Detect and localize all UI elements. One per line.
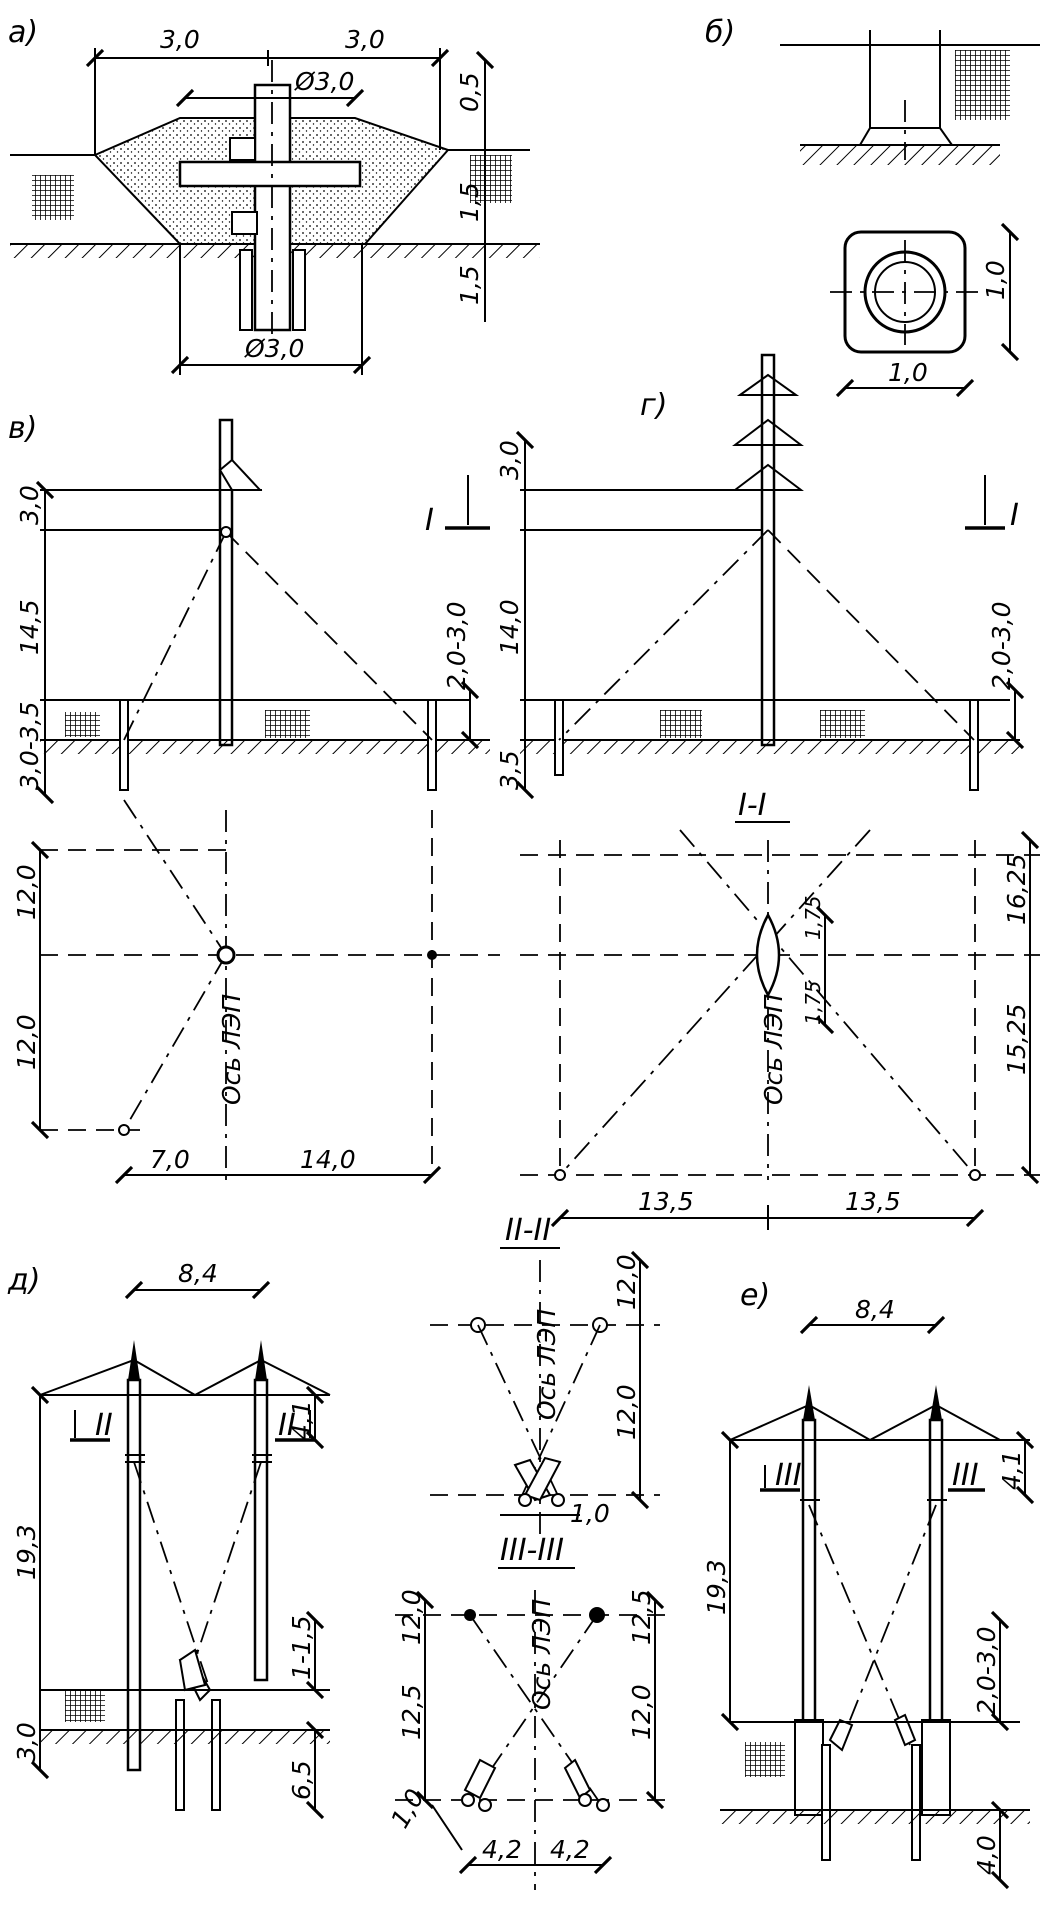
dim-g-1-75-bottom: 1,75 [801,980,825,1025]
dim-d-3-0: 3,0 [12,1722,41,1762]
dim-v-14-5: 14,5 [15,599,44,655]
axis-label-g: Ось ЛЭП [759,994,788,1105]
dim-g-13-5-left: 13,5 [638,1187,694,1216]
panel-a: а) 3,0 3,0 Ø3,0 0,5 1,5 1,5 [8,15,540,375]
dim-g-15-25: 15,25 [1002,1003,1031,1075]
dim-sec3-1-0: 1,0 [385,1784,430,1833]
dim-a-h2: 1,5 [455,182,484,222]
dim-e-19-3: 19,3 [702,1559,731,1615]
dim-g-13-5-right: 13,5 [845,1187,901,1216]
dim-d-6-5: 6,5 [287,1760,316,1800]
panel-label-v: в) [8,411,37,446]
panel-g: г) I I 3,0 14,0 3,5 2,0-3,0 I-I [425,353,1040,1230]
dim-a-diam-top: Ø3,0 [294,67,354,96]
dim-v-7-0: 7,0 [150,1145,190,1174]
panel-label-e: е) [740,1278,770,1313]
dim-sec3-12-5-right: 12,5 [627,1589,656,1645]
dim-sec3-4-2-right: 4,2 [550,1835,590,1864]
grid-marker [470,155,512,203]
dim-v-12-0-bottom: 12,0 [12,1014,41,1070]
dim-v-3-0-3-5: 3,0-3,5 [15,701,44,790]
dim-g-1-75-top: 1,75 [801,895,825,940]
axis-label-sec3: Ось ЛЭП [527,1599,556,1710]
dim-a-width-left: 3,0 [160,25,200,54]
crossbar [178,160,362,188]
dim-a-h1: 0,5 [455,72,484,112]
dim-b-width: 1,0 [888,358,928,387]
dim-g-16-25: 16,25 [1002,853,1031,925]
dim-sec3-12-0-left: 12,0 [397,1589,426,1645]
panel-v: в) 3,0 14,5 3,0-3,5 2,0-3,0 [8,411,500,1185]
cut-mark-e-right: III [952,1458,979,1493]
dim-sec2-1-0: 1,0 [570,1499,610,1528]
panel-b: б) 1,0 1,0 [705,15,1040,398]
dim-g-3-5: 3,5 [495,750,524,790]
section-III-III: III-III 12,0 12,5 12,5 12,0 Ось ЛЭП 1,0 … [385,1533,665,1890]
dim-d-19-3: 19,3 [12,1524,41,1580]
section-title-I-I: I-I [738,788,767,823]
dim-a-h3: 1,5 [455,265,484,305]
dim-e-2-0-3-0: 2,0-3,0 [972,1626,1001,1715]
dim-e-4-1: 4,1 [997,1450,1026,1490]
pole-left [126,1378,142,1772]
cut-mark-d-left: II [95,1408,113,1443]
dim-d-4-1: 4,1 [287,1400,316,1440]
dim-d-1-1-5: 1-1,5 [287,1615,316,1680]
section-title-II-II: II-II [505,1213,551,1248]
cut-mark-e-left: III [775,1458,802,1493]
cut-mark-right: I [1010,498,1019,533]
grid-marker [955,50,1010,120]
dim-g-3-0: 3,0 [495,440,524,480]
dim-g-14-0: 14,0 [495,599,524,655]
dim-v-3-0: 3,0 [15,485,44,525]
dim-a-diam-bottom: Ø3,0 [244,334,304,363]
pole [760,353,776,747]
section-title-III-III: III-III [500,1533,564,1568]
panel-label-g: г) [640,388,667,423]
dim-a-width-right: 3,0 [345,25,385,54]
dim-v-2-0-3-0: 2,0-3,0 [442,601,471,690]
dim-v-12-0-top: 12,0 [12,864,41,920]
panel-label-b: б) [705,15,735,50]
cut-mark-left: I [425,503,434,538]
dim-b-height: 1,0 [981,260,1010,300]
dim-sec2-12-0-top: 12,0 [612,1254,641,1310]
panel-e: е) 8,4 19,3 4,1 2,0-3,0 4,0 III [702,1278,1035,1890]
dim-sec3-12-5-left: 12,5 [397,1684,426,1740]
panel-label-d: д) [7,1263,40,1298]
axis-label-sec2: Ось ЛЭП [532,1309,561,1420]
dim-d-8-4: 8,4 [178,1259,218,1288]
dim-g-2-0-3-0: 2,0-3,0 [987,601,1016,690]
section-II-II: II-II 12,0 12,0 Ось ЛЭП 1,0 [430,1213,660,1540]
cut-mark-d-right: II [278,1408,296,1443]
dim-sec3-4-2-left: 4,2 [482,1835,522,1864]
pole-right [253,1378,269,1682]
dim-v-14-0: 14,0 [300,1145,356,1174]
grid-marker [32,175,74,220]
panel-label-a: а) [8,15,38,50]
dim-sec3-12-0-right: 12,0 [627,1684,656,1740]
dim-sec2-12-0: 12,0 [612,1384,641,1440]
axis-label-v: Ось ЛЭП [217,994,246,1105]
panel-d: д) 8,4 19,3 3,0 4,1 1-1,5 [7,1259,331,1820]
dim-e-4-0: 4,0 [972,1835,1001,1875]
dim-e-8-4: 8,4 [855,1295,895,1324]
